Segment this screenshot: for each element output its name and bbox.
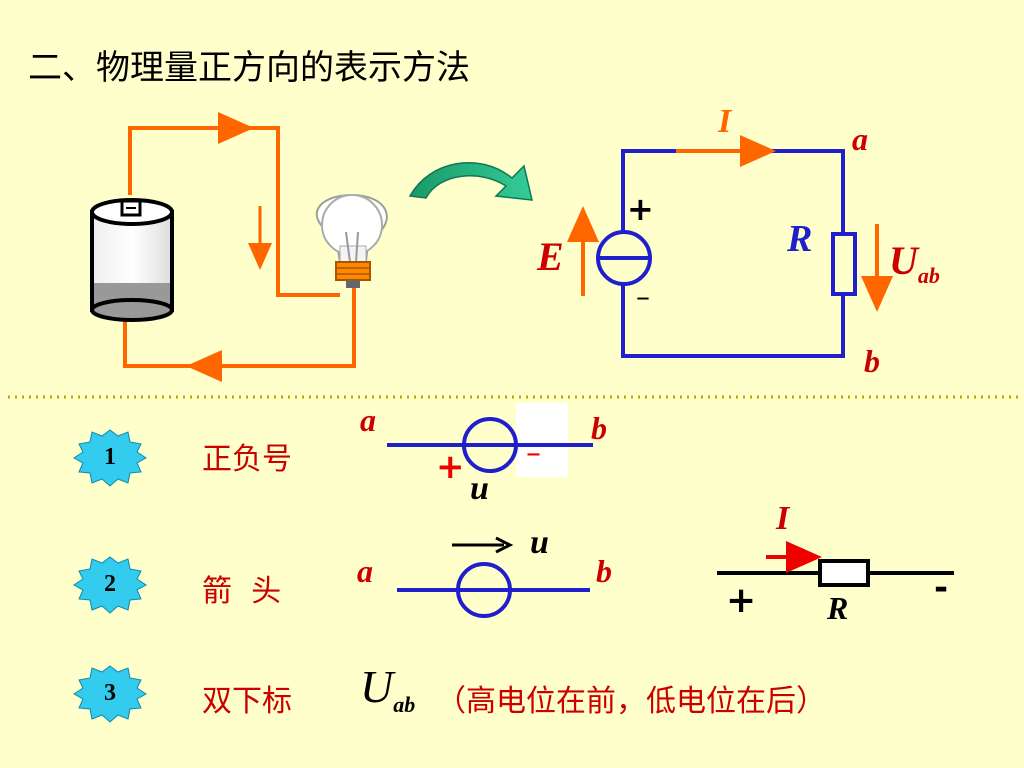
node-label-b: b (864, 343, 880, 379)
light-bulb-icon (315, 193, 388, 288)
emf-label-E: E (537, 234, 564, 279)
method-2-label: 箭 头 (202, 574, 282, 609)
m1-node-b: b (591, 410, 607, 446)
m3-note: （高电位在前，低电位在后） (436, 684, 826, 719)
voltage-label-U: Uab (889, 238, 940, 288)
m1-var-u: u (470, 470, 489, 507)
plus-sign: + (627, 190, 654, 228)
badge-1-number: 1 (104, 444, 116, 470)
badge-1-shape (73, 429, 147, 487)
m2-current-I: I (776, 500, 790, 537)
m2-var-u: u (530, 524, 549, 561)
resistor-icon (831, 232, 857, 296)
minus-sign-background (516, 403, 568, 477)
badge-3-number: 3 (104, 680, 116, 706)
minus-sign: – (636, 280, 650, 313)
method-1-label: 正负号 (202, 442, 292, 477)
resistor-label-R: R (787, 218, 813, 260)
wire-top (128, 126, 340, 297)
m1-minus-sign: – (526, 436, 541, 471)
method-3-label: 双下标 (202, 684, 292, 719)
physical-circuit (90, 112, 388, 382)
badges (73, 429, 147, 723)
battery-icon (90, 198, 174, 322)
m2-resistor-R: R (827, 590, 849, 626)
wire-bottom (123, 288, 356, 368)
badge-2-shape (73, 556, 147, 614)
schematic-circuit (567, 135, 893, 358)
m2-minus-sign: - (934, 568, 949, 608)
m3-U-ab: Uab (360, 661, 416, 718)
method-2-diagram (397, 536, 590, 618)
curved-arrow-icon (408, 162, 533, 201)
method-1-diagram (387, 403, 593, 477)
resistor-diagram (717, 541, 954, 587)
badge-2-number: 2 (104, 571, 116, 597)
page-title: 二、物理量正方向的表示方法 (28, 48, 470, 88)
m2-node-a: a (357, 553, 373, 589)
badge-3-shape (73, 665, 147, 723)
m2-plus-sign: + (726, 580, 757, 621)
m1-plus-sign: + (436, 447, 465, 487)
m2-node-b: b (596, 553, 612, 589)
m1-node-a: a (360, 402, 376, 438)
node-label-a: a (852, 121, 868, 157)
current-label-I: I (718, 103, 732, 140)
